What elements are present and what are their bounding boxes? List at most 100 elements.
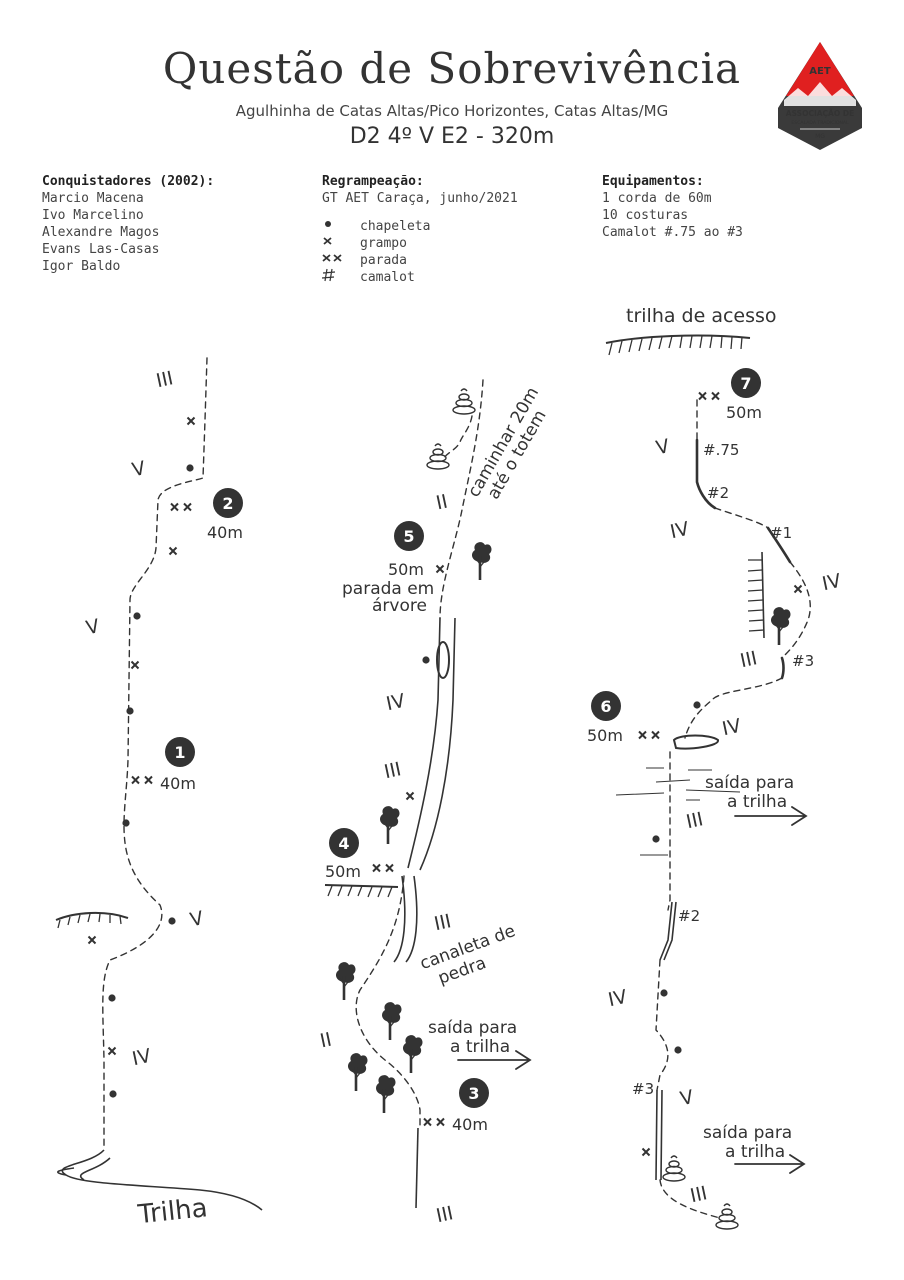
tree-anchor-label: árvore [372,596,427,616]
totem-icon [452,388,476,415]
grade-label: V [678,1086,695,1110]
grade-label: III [382,758,403,783]
grade-label: IV [668,518,691,543]
access-trail-label: trilha de acesso [626,305,777,327]
camalot-icon [321,268,336,282]
cam-size: #3 [632,1080,654,1098]
pitch-number: 7 [740,374,751,393]
regrampeacao-text: GT AET Caraça, junho/2021 [322,191,518,206]
pitch-length: 50m [325,862,361,881]
tree-icon [346,1051,369,1093]
conquistador-name: Marcio Macena [42,191,144,206]
grade-label: III [432,910,453,935]
pitch-length: 50m [388,560,424,579]
chapeleta [660,989,668,997]
route-title: Questão de Sobrevivência [162,44,742,93]
chapeleta [168,917,176,925]
pitch-number: 4 [338,834,349,853]
grade-label: IV [606,986,629,1011]
grade-label: IV [130,1045,153,1070]
pitch-badge-5: 5 [394,521,424,551]
conquistador-name: Ivo Marcelino [42,208,144,223]
cam-size: #1 [770,524,792,542]
pitch-badge-1: 1 [165,737,195,767]
chapeleta [133,612,141,620]
conquistador-name: Evans Las-Casas [42,242,160,257]
equipamento-item: Camalot #.75 ao #3 [602,225,743,240]
parada [131,775,153,785]
pitch-number: 3 [468,1084,479,1103]
legend-label: chapeleta [360,219,431,234]
grade-label: II [434,491,450,515]
pitch-number: 5 [403,527,414,546]
tree-icon [401,1033,424,1075]
grampo [793,584,803,594]
tree-icon [470,540,493,582]
chimney-left-wall [407,617,441,869]
legend-label: camalot [360,270,415,285]
tree-icon [334,960,357,1002]
conquistadores-heading: Conquistadores (2002): [42,174,215,189]
crack-c3-upper [780,656,785,680]
legend-item: grampo [322,235,582,252]
tree-icon [378,804,401,846]
route-line-col3-to-6 [684,677,783,739]
crack-c1 [766,526,792,564]
logo-line-1: ASSOCIAÇÃO DE [786,109,854,118]
chapeleta [652,835,660,843]
equipamento-item: 10 costuras [602,208,689,223]
pitch-badge-4: 4 [329,828,359,858]
regrampeacao-heading: Regrampeação: [322,174,424,189]
legend-label: parada [360,253,407,268]
pitch-number: 2 [222,494,233,513]
grade-label: III [434,1202,455,1227]
parada [372,863,394,873]
grampo-icon [323,237,332,245]
equipamento-item: 1 corda de 60m [602,191,712,206]
exit-to-trail-label: saída para [703,1123,792,1143]
chapeleta [109,1090,117,1098]
chapeleta-icon [325,221,331,227]
equipamentos-heading: Equipamentos: [602,174,704,189]
totem-icon [715,1203,739,1230]
tree-icon [374,1073,397,1115]
chapeleta [186,464,194,472]
logo-line-2: ESCALADA TRADICIONAL [791,120,849,126]
pitch-number: 6 [600,697,611,716]
grade-label: V [84,615,101,639]
route-line-col3-end [659,1179,721,1219]
pitch-number: 1 [174,743,185,762]
grampo [405,791,415,801]
exit-arrow-3 [734,1154,806,1174]
grade-label: V [654,435,671,459]
exit-to-trail-label: a trilha [725,1142,785,1162]
grade-label: IV [720,715,743,740]
tree-anchor-label: parada em [342,579,434,599]
grampo [435,564,445,574]
grampo [87,935,97,945]
exit-arrow-2 [734,806,808,826]
chimney-block [436,641,450,679]
grampo [130,660,140,670]
crack-c3-lower [655,1089,663,1181]
conquistadores-block: Conquistadores (2002): Marcio Macena Ivo… [42,173,292,275]
exit-to-trail-label: saída para [428,1018,517,1038]
exit-to-trail-label: a trilha [450,1037,510,1057]
totem-icon [662,1155,686,1182]
grade-label: II [318,1029,334,1053]
cam-size: #2 [678,907,700,925]
cam-size: #.75 [703,441,739,459]
legend-label: grampo [360,236,407,251]
route-grade: D2 4º V E2 - 320m [349,124,555,149]
logo-region: MG [815,133,825,140]
cam-size: #2 [707,484,729,502]
exit-to-trail-label: saída para [705,773,794,793]
logo-mountain-range [784,82,856,106]
tree-icon [380,1000,403,1042]
chapeleta [674,1046,682,1054]
pitch-length: 40m [160,774,196,793]
grade-label: III [684,808,705,833]
chapeleta [126,707,134,715]
chapeleta [693,701,701,709]
